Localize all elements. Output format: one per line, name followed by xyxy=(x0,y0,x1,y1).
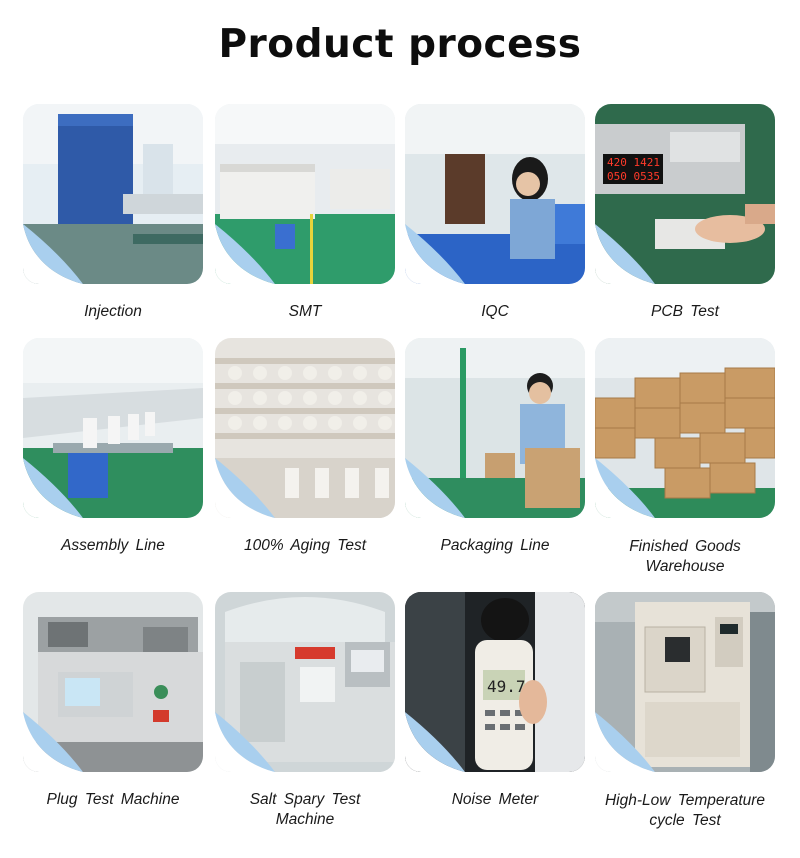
caption-line: High-Low Temperature xyxy=(604,792,766,809)
caption-injection: Injection xyxy=(13,302,213,322)
caption-pcb-test: PCB Test xyxy=(585,302,785,322)
caption-line: Plug Test Machine xyxy=(46,791,180,808)
salt-spray-tester-photo xyxy=(215,592,395,772)
caption-line: Noise Meter xyxy=(451,791,539,808)
caption-line: Warehouse xyxy=(645,558,725,575)
plug-test-machine-photo xyxy=(23,592,203,772)
warehouse-photo xyxy=(595,338,775,518)
caption-line: Packaging Line xyxy=(440,537,550,554)
noise-meter-photo: 49.7 xyxy=(405,592,585,772)
temperature-chamber-photo xyxy=(595,592,775,772)
aging-test-photo xyxy=(215,338,395,518)
caption-line: cycle Test xyxy=(649,812,721,829)
caption-assembly-line: Assembly Line xyxy=(13,536,213,556)
caption-line: Injection xyxy=(84,303,142,320)
caption-line: PCB Test xyxy=(651,303,719,320)
caption-smt: SMT xyxy=(205,302,405,322)
caption-iqc: IQC xyxy=(395,302,595,322)
iqc-photo xyxy=(405,104,585,284)
caption-packaging-line: Packaging Line xyxy=(395,536,595,556)
svg-text:49.7: 49.7 xyxy=(487,677,526,696)
caption-plug-test-machine: Plug Test Machine xyxy=(13,790,213,810)
page-title: Product process xyxy=(218,22,582,67)
caption-line: Machine xyxy=(275,811,335,828)
injection-photo xyxy=(23,104,203,284)
caption-line: IQC xyxy=(481,303,509,320)
svg-text:420 1421: 420 1421 xyxy=(607,156,660,169)
caption-line: Salt Spary Test xyxy=(249,791,361,808)
assembly-line-photo xyxy=(23,338,203,518)
caption-aging-test: 100% Aging Test xyxy=(205,536,405,556)
caption-finished-goods-warehouse: Finished Goods Warehouse xyxy=(585,537,785,577)
caption-line: 100% Aging Test xyxy=(243,537,367,554)
caption-noise-meter: Noise Meter xyxy=(395,790,595,810)
caption-salt-spary-test-machine: Salt Spary Test Machine xyxy=(205,790,405,830)
packaging-line-photo xyxy=(405,338,585,518)
caption-line: Finished Goods xyxy=(629,538,741,555)
caption-line: Assembly Line xyxy=(61,537,165,554)
pcb-test-photo: 420 1421 050 0535 xyxy=(595,104,775,284)
smt-photo xyxy=(215,104,395,284)
caption-high-low-temperature: High-Low Temperature cycle Test xyxy=(585,791,785,831)
svg-text:050 0535: 050 0535 xyxy=(607,170,660,183)
caption-line: SMT xyxy=(288,303,322,320)
